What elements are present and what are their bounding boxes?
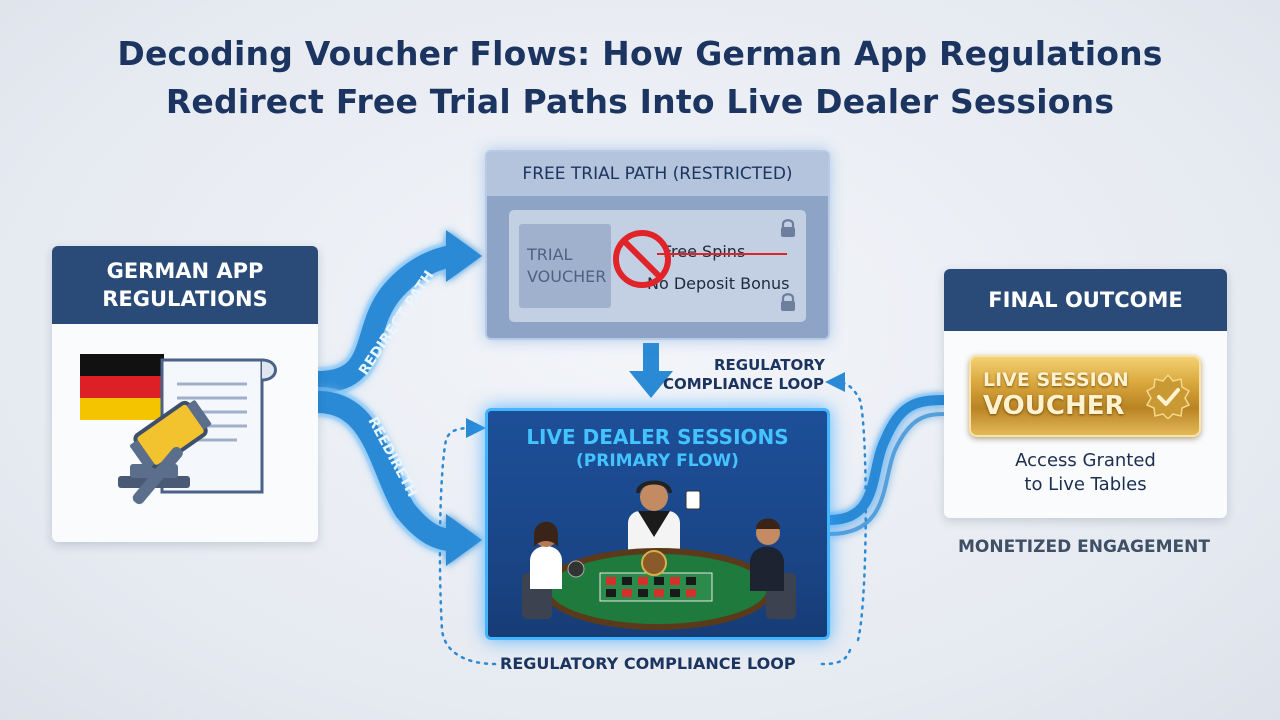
trial-voucher-box bbox=[519, 224, 611, 308]
monetized-engagement-label: MONETIZED ENGAGEMENT bbox=[958, 537, 1210, 557]
title-line-2: Redirect Free Trial Paths Into Live Deal… bbox=[165, 82, 1115, 121]
german-regulations-heading: GERMAN APP REGULATIONS bbox=[52, 246, 318, 324]
outcome-connector bbox=[829, 392, 945, 536]
player-icon bbox=[522, 521, 562, 619]
live-session-voucher: LIVE SESSION VOUCHER bbox=[969, 355, 1201, 437]
compliance-loop-label-top-1: REGULATORY bbox=[714, 356, 825, 374]
live-table-illustration bbox=[522, 480, 796, 630]
compliance-loop-label-top-2: COMPLIANCE LOOP bbox=[663, 375, 824, 393]
free-trial-panel: FREE TRIAL PATH (RESTRICTED) TRIAL VOUCH… bbox=[485, 150, 830, 340]
lock-icon bbox=[781, 219, 795, 237]
compliance-loop-right bbox=[825, 372, 867, 642]
trial-voucher-label: TRIAL VOUCHER bbox=[527, 245, 607, 286]
live-dealer-heading: LIVE DEALER SESSIONS bbox=[526, 425, 789, 449]
gavel-icon bbox=[118, 400, 212, 505]
final-outcome-heading: FINAL OUTCOME bbox=[944, 269, 1227, 331]
verified-badge-icon bbox=[1145, 373, 1191, 419]
redirect-arrow bbox=[316, 387, 482, 566]
compliance-loop-bottom bbox=[816, 648, 852, 666]
document-icon bbox=[160, 358, 277, 494]
redirect-path-arrow bbox=[317, 230, 482, 397]
down-arrow bbox=[629, 343, 673, 398]
voucher-subtitle: VOUCHER bbox=[983, 391, 1125, 421]
german-regulations-card: GERMAN APP REGULATIONS bbox=[52, 246, 318, 542]
live-dealer-subheading: (PRIMARY FLOW) bbox=[576, 451, 739, 471]
trial-voucher-card: TRIAL VOUCHER Free Spins No Deposit Bonu… bbox=[509, 210, 806, 322]
page-title: Decoding Voucher Flows: How German App R… bbox=[0, 30, 1280, 126]
offer-free-spins: Free Spins bbox=[663, 242, 746, 261]
final-outcome-card: FINAL OUTCOME LIVE SESSION VOUCHER Acces… bbox=[944, 269, 1227, 518]
german-flag-icon bbox=[80, 354, 164, 420]
compliance-loop-label-bottom: REGULATORY COMPLIANCE LOOP bbox=[500, 654, 796, 673]
voucher-title: LIVE SESSION bbox=[983, 369, 1129, 391]
access-granted-text: Access Granted to Live Tables bbox=[1015, 450, 1156, 495]
prohibited-icon bbox=[613, 230, 671, 288]
live-dealer-panel: LIVE DEALER SESSIONS (PRIMARY FLOW) bbox=[485, 408, 830, 640]
player-icon bbox=[750, 518, 796, 619]
compliance-loop-left bbox=[438, 418, 497, 666]
offer-no-deposit-bonus: No Deposit Bonus bbox=[647, 274, 790, 293]
title-line-1: Decoding Voucher Flows: How German App R… bbox=[117, 34, 1163, 73]
lock-icon bbox=[781, 293, 795, 311]
offer-strikethrough bbox=[657, 253, 787, 255]
regulation-illustration bbox=[80, 354, 277, 505]
free-trial-heading: FREE TRIAL PATH (RESTRICTED) bbox=[487, 152, 828, 196]
roulette-table-icon bbox=[543, 548, 773, 630]
